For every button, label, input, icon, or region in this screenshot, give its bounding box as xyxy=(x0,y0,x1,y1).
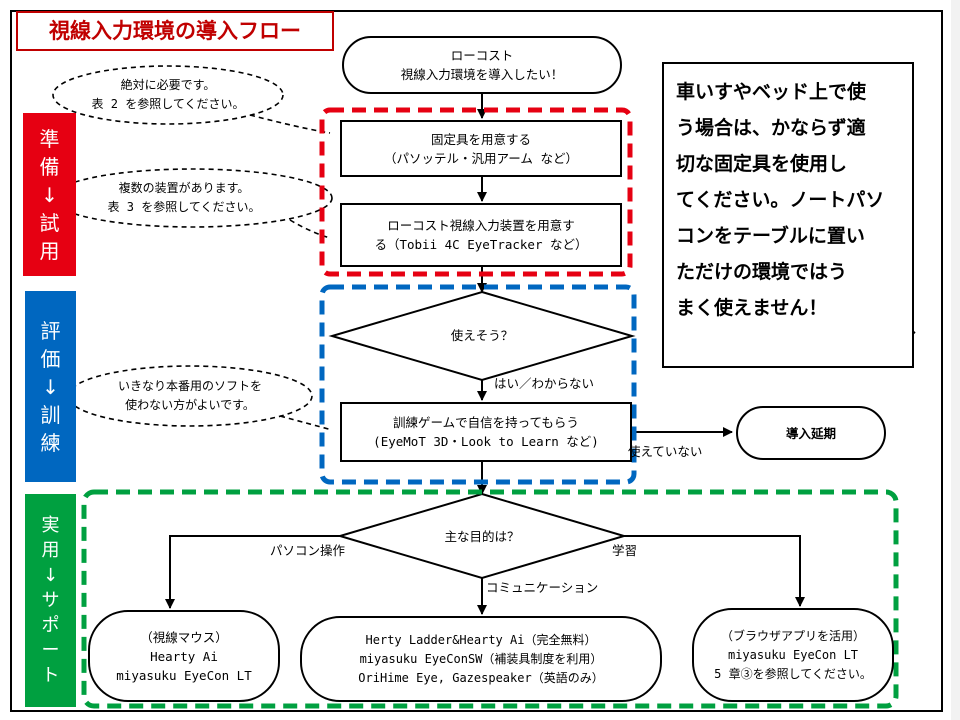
outcome-communication: Herty Ladder&Hearty Ai（完全無料） miyasuku Eye… xyxy=(300,616,662,702)
label-pc-operation: パソコン操作 xyxy=(270,543,346,558)
outcome-pc-line-2: Hearty Ai xyxy=(150,648,218,664)
stage-use-label: 実用↓サポート xyxy=(25,494,76,707)
step-training: 訓練ゲームで自信を持ってもらう (EyeMoT 3D・Look to Learn … xyxy=(340,402,632,462)
step-training-line-2: (EyeMoT 3D・Look to Learn など) xyxy=(373,434,599,449)
label-study: 学習 xyxy=(612,543,638,558)
label-not-usable: 使えていない xyxy=(628,444,703,459)
outcome-study-line-2: miyasuku EyeCon LT xyxy=(727,647,859,662)
step-training-line-1: 訓練ゲームで自信を持ってもらう xyxy=(393,415,579,430)
step-fixture: 固定具を用意する （パソッテル・汎用アーム など） xyxy=(340,120,622,177)
bubble-device-text: 複数の装置があります。表 3 を参照してください。 xyxy=(107,181,261,214)
bubble-device-tail xyxy=(289,219,331,239)
outcome-comm-line-2: miyasuku EyeConSW（補装具制度を利用） xyxy=(359,651,603,666)
outcome-study-line-1: （ブラウザアプリを活用） xyxy=(720,628,865,643)
label-communication: コミュニケーション xyxy=(486,580,599,595)
caution-note-text: 車いすやベッド上で使う場合は、かならず適切な固定具を使用してください。ノートパソ… xyxy=(676,81,885,319)
prep-group-outline xyxy=(319,107,633,277)
outcome-pc: （視線マウス） Hearty Ai miyasuku EyeCon LT xyxy=(88,610,280,702)
outcome-pc-line-3: miyasuku EyeCon LT xyxy=(116,667,252,683)
postpone-text: 導入延期 xyxy=(785,425,836,441)
use-group-outline xyxy=(81,489,899,709)
bubble-training-text: いきなり本番用のソフトを使わない方がよいです。 xyxy=(117,379,262,412)
step-device-line-2: る（Tobii 4C EyeTracker など） xyxy=(374,237,588,252)
bubble-fixture-tail xyxy=(249,114,331,134)
postpone-terminal: 導入延期 xyxy=(736,406,886,460)
arrow-purpose-study xyxy=(624,535,805,607)
label-yes-unsure: はい／わからない xyxy=(494,376,595,391)
window-edge xyxy=(951,0,960,720)
decision-usable-shape xyxy=(328,290,636,382)
step-device: ローコスト視線入力装置を用意する（Tobii 4C EyeTracker など） xyxy=(340,203,622,267)
diagram-frame xyxy=(10,10,943,712)
start-line-2: 視線入力環境を導入したい！ xyxy=(400,67,564,82)
decision-purpose-text: 主な目的は？ xyxy=(444,529,520,544)
outcome-comm-line-1: Herty Ladder&Hearty Ai（完全無料） xyxy=(365,632,597,647)
bubble-training-tail xyxy=(279,415,333,431)
eval-group-outline xyxy=(319,284,637,485)
outcome-study: （ブラウザアプリを活用） miyasuku EyeCon LT 5 章③を参照してく… xyxy=(692,608,894,702)
arrow-purpose-pc xyxy=(165,535,340,609)
page-title: 視線入力環境の導入フロー xyxy=(16,11,334,51)
step-fixture-line-1: 固定具を用意する xyxy=(430,131,531,147)
stage-eval-label: 評価↓訓練 xyxy=(25,291,76,482)
outcome-pc-line-1: （視線マウス） xyxy=(140,629,228,645)
start-line-1: ローコスト xyxy=(450,48,514,63)
outcome-comm-line-3: OriHime Eye, Gazespeaker（英語のみ） xyxy=(358,670,604,685)
bubble-fixture-text: 絶対に必要です。表 2 を参照してください。 xyxy=(91,78,245,111)
outcome-study-line-3: 5 章③を参照してください。 xyxy=(714,666,872,681)
bubble-device-shape xyxy=(51,168,333,228)
start-terminal: ローコスト視線入力環境を導入したい！ xyxy=(342,36,622,94)
stage-prep-label: 準備↓試用 xyxy=(23,113,76,276)
step-device-line-1: ローコスト視線入力装置を用意す xyxy=(387,218,575,233)
stage-use-text: 実用↓サポート xyxy=(41,515,60,686)
stage-eval-text: 評価↓訓練 xyxy=(40,318,61,455)
stage-prep-text: 準備↓試用 xyxy=(39,126,60,263)
bubble-fixture-shape xyxy=(52,65,284,125)
decision-usable-text: 使えそう？ xyxy=(450,328,514,343)
step-fixture-line-2: （パソッテル・汎用アーム など） xyxy=(384,150,578,166)
caution-note: 車いすやベッド上で使う場合は、かならず適切な固定具を使用してください。ノートパソ… xyxy=(662,62,914,368)
